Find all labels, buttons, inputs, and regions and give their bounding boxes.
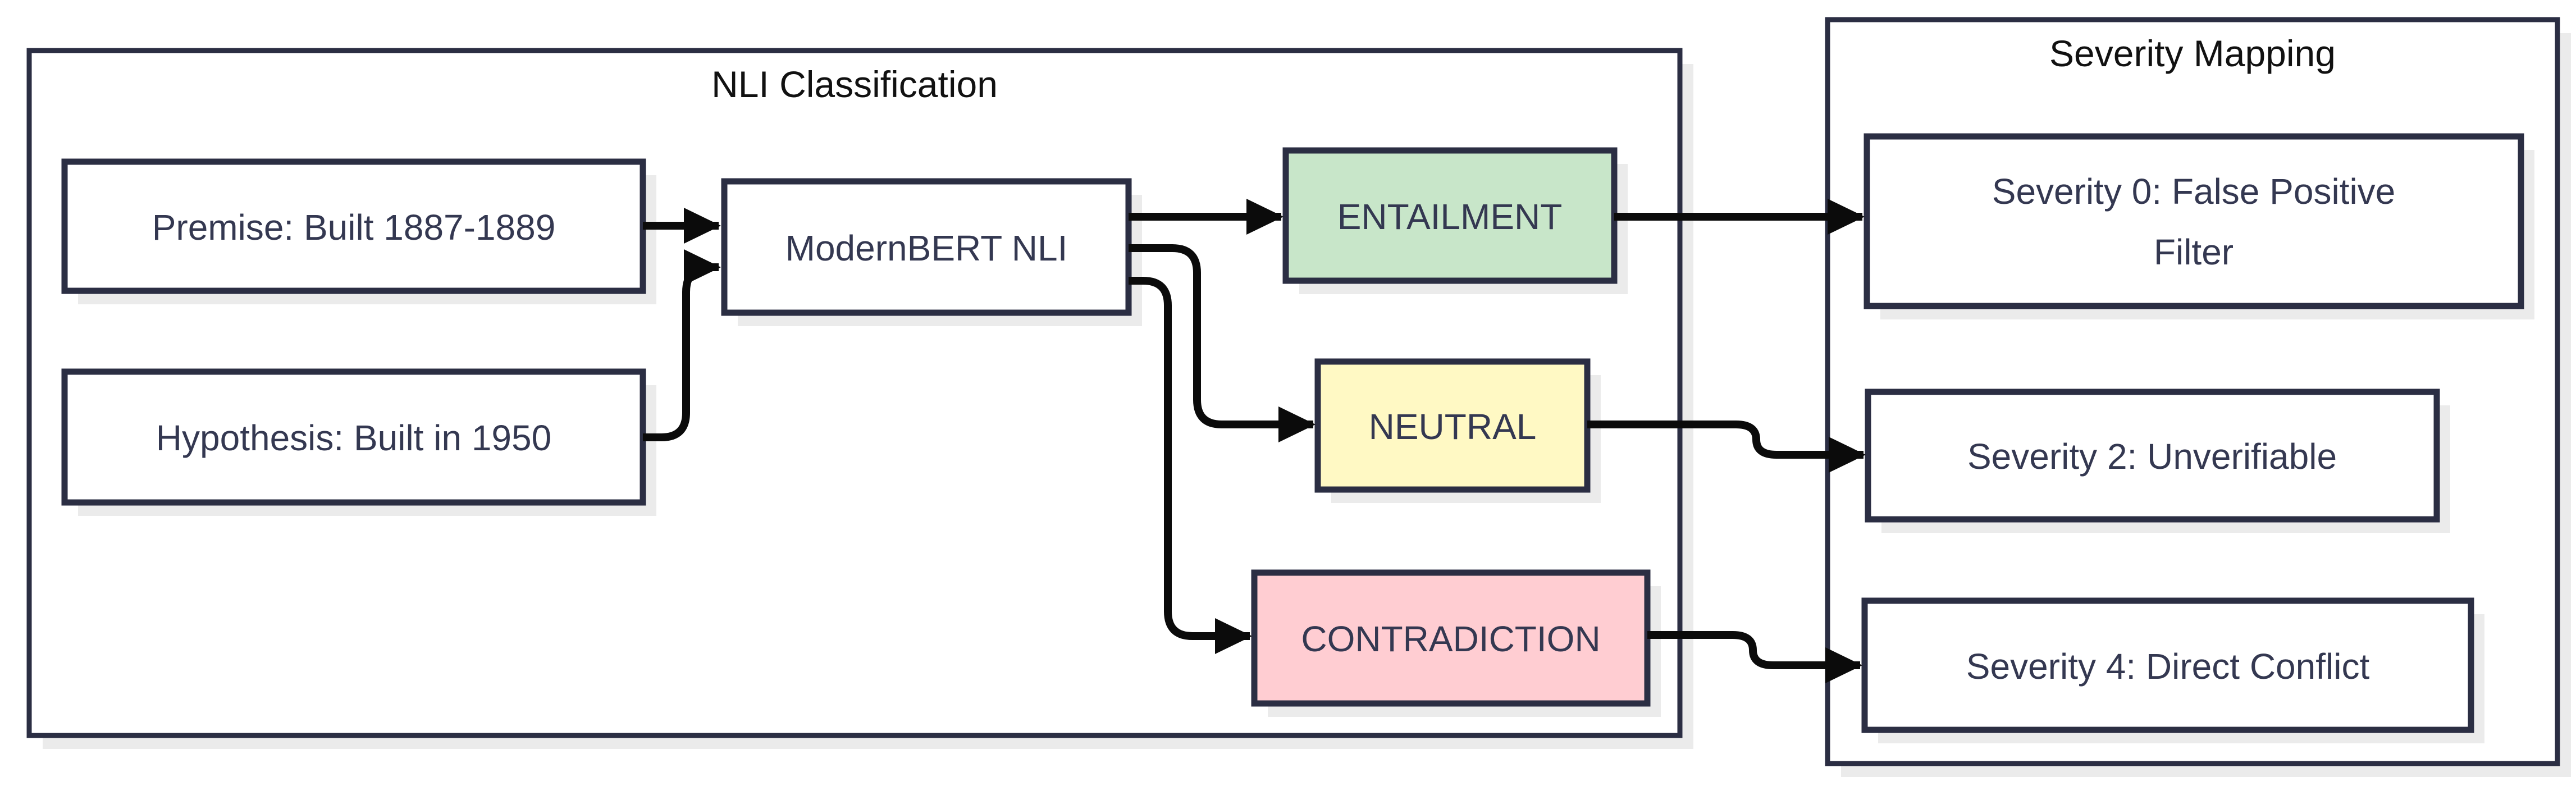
nli-container-title: NLI Classification: [711, 63, 998, 105]
edge-neutral-to-severity2: [1587, 421, 1866, 473]
premise-label: Premise: Built 1887-1889: [152, 207, 556, 248]
severity0-node: Severity 0: False Positive Filter: [1864, 133, 2534, 319]
model-node: ModernBERT NLI: [721, 178, 1142, 326]
entailment-box: [1282, 147, 1618, 284]
severity2-node: Severity 2: Unverifiable: [1865, 389, 2450, 533]
hypothesis-node: Hypothesis: Built in 1950: [61, 368, 656, 516]
severity2-box: [1865, 389, 2440, 523]
edge-model-to-contradiction: [1129, 277, 1252, 654]
hypothesis-box: [61, 368, 646, 506]
premise-box: [61, 158, 646, 294]
contradiction-node: CONTRADICTION: [1251, 569, 1661, 717]
premise-node: Premise: Built 1887-1889: [61, 158, 656, 304]
severity4-label: Severity 4: Direct Conflict: [1966, 646, 2370, 687]
contradiction-box: [1251, 569, 1651, 707]
edge-model-to-neutral: [1129, 244, 1316, 442]
severity0-label-line2: Filter: [2154, 232, 2234, 272]
severity0-label-line1: Severity 0: False Positive: [1992, 171, 2396, 212]
entailment-node: ENTAILMENT: [1282, 147, 1628, 294]
severity-container-title: Severity Mapping: [2049, 33, 2336, 74]
hypothesis-label: Hypothesis: Built in 1950: [156, 418, 551, 458]
model-label: ModernBERT NLI: [785, 228, 1068, 268]
neutral-box: [1314, 358, 1591, 493]
neutral-node: NEUTRAL: [1314, 358, 1601, 503]
neutral-label: NEUTRAL: [1369, 406, 1537, 447]
severity4-box: [1861, 597, 2474, 733]
entailment-label: ENTAILMENT: [1337, 196, 1563, 237]
model-box: [721, 178, 1132, 316]
contradiction-label: CONTRADICTION: [1301, 619, 1600, 659]
severity0-box: [1864, 133, 2524, 309]
severity2-label: Severity 2: Unverifiable: [1967, 436, 2337, 477]
edge-hypothesis-to-model: [643, 249, 721, 441]
severity4-node: Severity 4: Direct Conflict: [1861, 597, 2484, 743]
edge-contradiction-to-severity4: [1647, 631, 1862, 683]
